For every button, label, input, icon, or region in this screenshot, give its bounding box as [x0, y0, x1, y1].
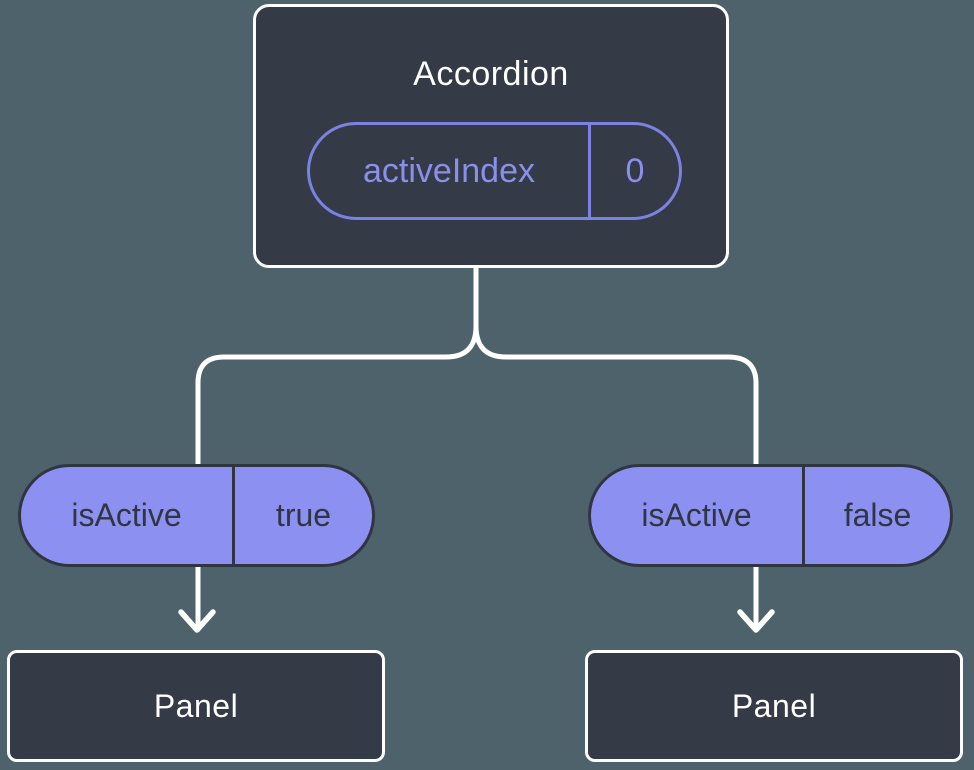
- connector-left-branch: [195, 266, 479, 628]
- prop-name-label: isActive: [21, 467, 235, 564]
- is-active-prop-pill-right: isActive false: [588, 464, 953, 567]
- connector-right-branch: [473, 266, 759, 628]
- panel-node-left: Panel: [7, 650, 385, 762]
- panel-node-right: Panel: [585, 650, 963, 762]
- panel-node-label: Panel: [153, 687, 239, 724]
- prop-value-label: false: [843, 497, 912, 533]
- state-name-label: activeIndex: [310, 125, 591, 217]
- is-active-prop-pill-left: isActive true: [18, 464, 375, 567]
- prop-name-label: isActive: [591, 467, 805, 564]
- active-index-state-pill: activeIndex 0: [307, 122, 682, 220]
- arrow-down-right-icon: [737, 609, 775, 633]
- accordion-node-label: Accordion: [413, 55, 569, 93]
- prop-value-label: true: [275, 497, 332, 533]
- panel-node-label: Panel: [731, 687, 817, 724]
- arrow-down-left-icon: [178, 609, 216, 633]
- state-value-label: 0: [625, 151, 645, 190]
- accordion-node: Accordion activeIndex 0: [253, 4, 729, 268]
